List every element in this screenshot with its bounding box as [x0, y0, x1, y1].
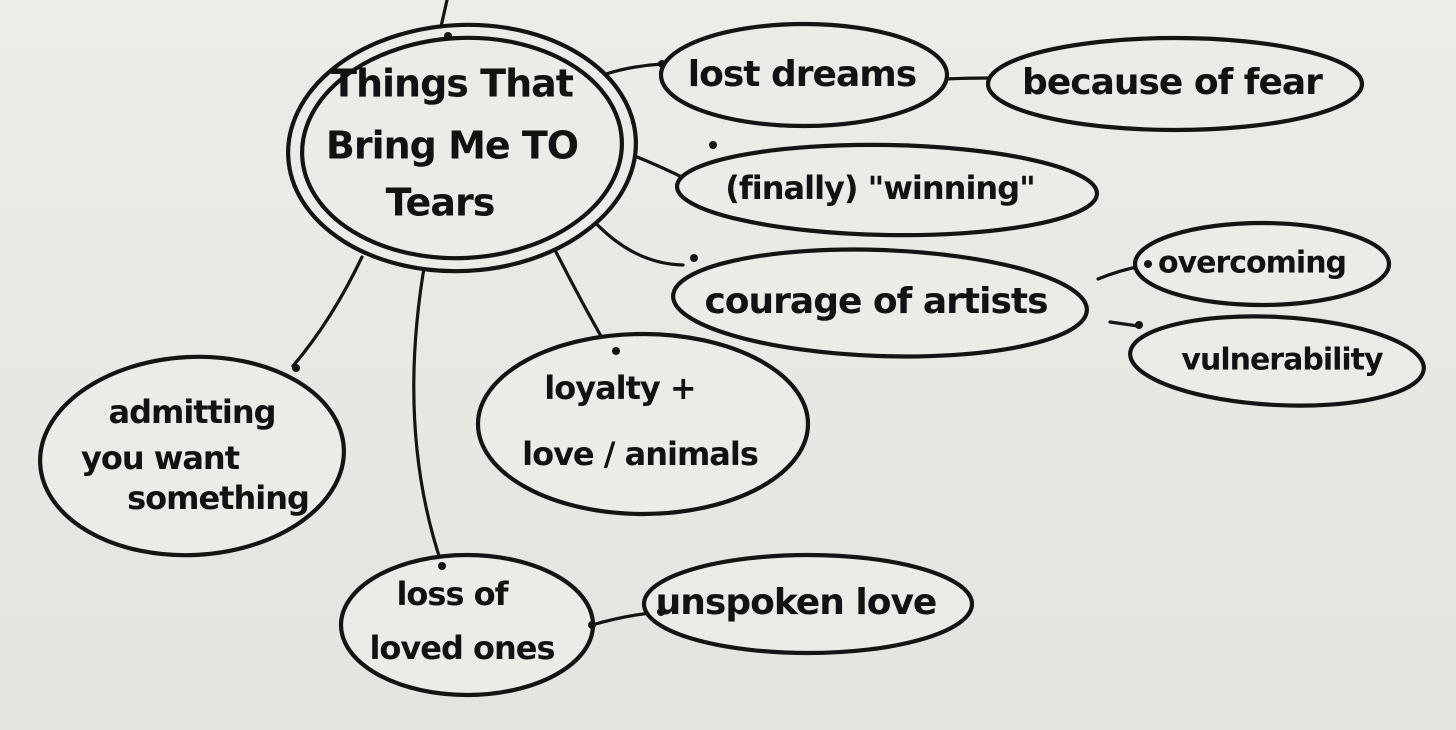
node-vulnerability: vulnerability: [1128, 314, 1426, 408]
node-overcoming: overcoming: [1132, 220, 1392, 308]
central-topic-inner-ring: [300, 35, 624, 261]
ink-dot: [588, 621, 596, 629]
node-unspoken-love: unspoken love: [641, 552, 975, 656]
node-courage-of-artists: courage of artists: [671, 247, 1089, 359]
ink-dot: [438, 562, 446, 570]
node-loyalty-love-animals: loyalty + love / animals: [475, 331, 811, 517]
node-finally-winning-label: (finally) "winning": [725, 169, 1035, 207]
node-loyalty-line-2: love / animals: [522, 435, 758, 473]
ink-dot: [1135, 321, 1143, 329]
ink-dot: [612, 347, 620, 355]
node-overcoming-shape: [1132, 220, 1392, 308]
ink-dot: [690, 254, 698, 262]
ink-dot: [444, 32, 452, 40]
connector-center-admitting: [291, 255, 364, 368]
node-loss-line-2: loved ones: [369, 629, 554, 667]
ink-dot: [709, 141, 717, 149]
node-admitting-line-1: admitting: [108, 393, 275, 431]
node-admitting-line-2: you want: [81, 439, 240, 477]
node-finally-winning-shape: [674, 142, 1100, 238]
ink-dot: [292, 364, 300, 372]
node-loss-of-loved-ones: loss of loved ones: [338, 552, 596, 698]
node-lost-dreams-label: lost dreams: [688, 54, 916, 95]
connector-center-loss: [412, 260, 444, 567]
node-lost-dreams: lost dreams: [658, 21, 950, 129]
node-because-of-fear: because of fear: [985, 35, 1365, 133]
node-vulnerability-shape: [1128, 314, 1426, 408]
node-unspoken-love-label: unspoken love: [656, 582, 937, 623]
ink-dot: [657, 608, 665, 616]
ink-dots: [292, 32, 1152, 629]
connector-center-lost-dreams: [601, 62, 664, 77]
node-lost-dreams-shape: [658, 21, 950, 129]
node-admitting: admitting you want something: [38, 354, 346, 558]
central-topic-line-2: Bring Me TO: [326, 124, 578, 168]
central-topic-line-3: Tears: [386, 181, 495, 225]
ink-dot: [658, 60, 666, 68]
connector-courage-vulnerability: [1108, 320, 1140, 328]
node-admitting-line-3: something: [127, 479, 309, 517]
node-because-of-fear-shape: [985, 35, 1365, 133]
connector-center-courage: [588, 215, 685, 267]
central-topic-node: Things That Bring Me TO Tears: [286, 22, 638, 274]
node-admitting-shape: [38, 354, 346, 558]
node-courage-of-artists-label: courage of artists: [704, 281, 1047, 322]
central-topic-outer-ring: [286, 22, 638, 274]
node-unspoken-love-shape: [641, 552, 975, 656]
node-loss-line-1: loss of: [396, 575, 509, 613]
central-topic-line-1: Things That: [331, 62, 574, 106]
node-finally-winning: (finally) "winning": [674, 142, 1100, 238]
node-loyalty-shape: [475, 331, 811, 517]
connector-lost-dreams-because-of-fear: [944, 76, 990, 81]
node-loyalty-line-1: loyalty +: [544, 369, 695, 407]
node-vulnerability-label: vulnerability: [1181, 343, 1384, 378]
node-overcoming-label: overcoming: [1158, 246, 1346, 281]
ink-dot: [1144, 260, 1152, 268]
node-courage-of-artists-shape: [671, 247, 1089, 359]
node-because-of-fear-label: because of fear: [1022, 62, 1323, 103]
